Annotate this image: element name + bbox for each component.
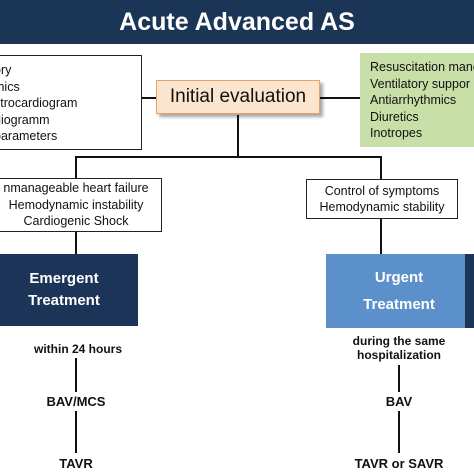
treatment-label: Urgent bbox=[374, 269, 424, 286]
connector-right-treatment bbox=[380, 219, 382, 254]
connector-left-step2 bbox=[75, 411, 77, 453]
therapy-item: Resuscitation mane bbox=[370, 60, 474, 74]
evaluation-list-box: ory mics ctrocardiogram diogramm paramet… bbox=[0, 55, 142, 150]
evaluation-item: parameters bbox=[0, 129, 58, 143]
condition-text: Cardiogenic Shock bbox=[23, 214, 129, 229]
urgent-treatment-box: Urgent Treatment bbox=[326, 254, 472, 328]
timing-text: within 24 hours bbox=[33, 342, 122, 356]
evaluation-item: ory bbox=[0, 63, 12, 77]
emergent-step-2: TAVR bbox=[59, 456, 93, 471]
evaluation-item: ctrocardiogram bbox=[0, 96, 78, 110]
connector-left-list bbox=[142, 97, 156, 99]
connector-right-step1 bbox=[398, 365, 400, 392]
connector-trunk bbox=[237, 115, 239, 157]
connector-right-step2 bbox=[398, 411, 400, 453]
initial-evaluation-box: Initial evaluation bbox=[156, 80, 320, 114]
emergent-step-1: BAV/MCS bbox=[46, 394, 106, 409]
supportive-therapy-box: Resuscitation mane Ventilatory suppor An… bbox=[360, 53, 474, 147]
adjacent-box-edge bbox=[465, 254, 474, 328]
connector-left-treatment bbox=[75, 232, 77, 254]
condition-text: nmanageable heart failure bbox=[3, 181, 149, 196]
connector-left-drop bbox=[75, 156, 77, 178]
urgent-step-2: TAVR or SAVR bbox=[354, 456, 444, 471]
diagram-title: Acute Advanced AS bbox=[119, 7, 355, 36]
condition-text: Control of symptoms bbox=[324, 183, 440, 198]
urgent-conditions-box: Control of symptoms Hemodynamic stabilit… bbox=[306, 179, 458, 219]
title-bar: Acute Advanced AS bbox=[0, 0, 474, 44]
therapy-item: Antiarrhythmics bbox=[370, 93, 457, 107]
connector-right-list bbox=[320, 97, 360, 99]
timing-text: hospitalization bbox=[357, 348, 441, 362]
timing-text: during the same bbox=[352, 334, 446, 348]
condition-text: Hemodynamic instability bbox=[8, 197, 144, 212]
therapy-item: Diuretics bbox=[370, 109, 419, 124]
evaluation-item: mics bbox=[0, 79, 20, 94]
urgent-step-1: BAV bbox=[385, 394, 413, 409]
connector-left-step1 bbox=[75, 358, 77, 392]
treatment-label: Emergent bbox=[29, 270, 99, 287]
evaluation-item: diogramm bbox=[0, 112, 50, 127]
condition-text: Hemodynamic stability bbox=[319, 200, 445, 214]
initial-evaluation-label: Initial evaluation bbox=[169, 86, 307, 107]
treatment-label: Treatment bbox=[363, 296, 435, 313]
emergent-conditions-box: nmanageable heart failure Hemodynamic in… bbox=[0, 178, 162, 232]
treatment-label: Treatment bbox=[28, 292, 100, 309]
connector-horizontal bbox=[75, 156, 382, 158]
urgent-timing: during the same hospitalization bbox=[324, 334, 474, 362]
emergent-timing: within 24 hours bbox=[8, 342, 148, 356]
connector-right-drop bbox=[380, 156, 382, 179]
emergent-treatment-box: Emergent Treatment bbox=[0, 254, 138, 326]
therapy-item: Inotropes bbox=[370, 126, 423, 140]
therapy-item: Ventilatory suppor bbox=[370, 76, 471, 91]
